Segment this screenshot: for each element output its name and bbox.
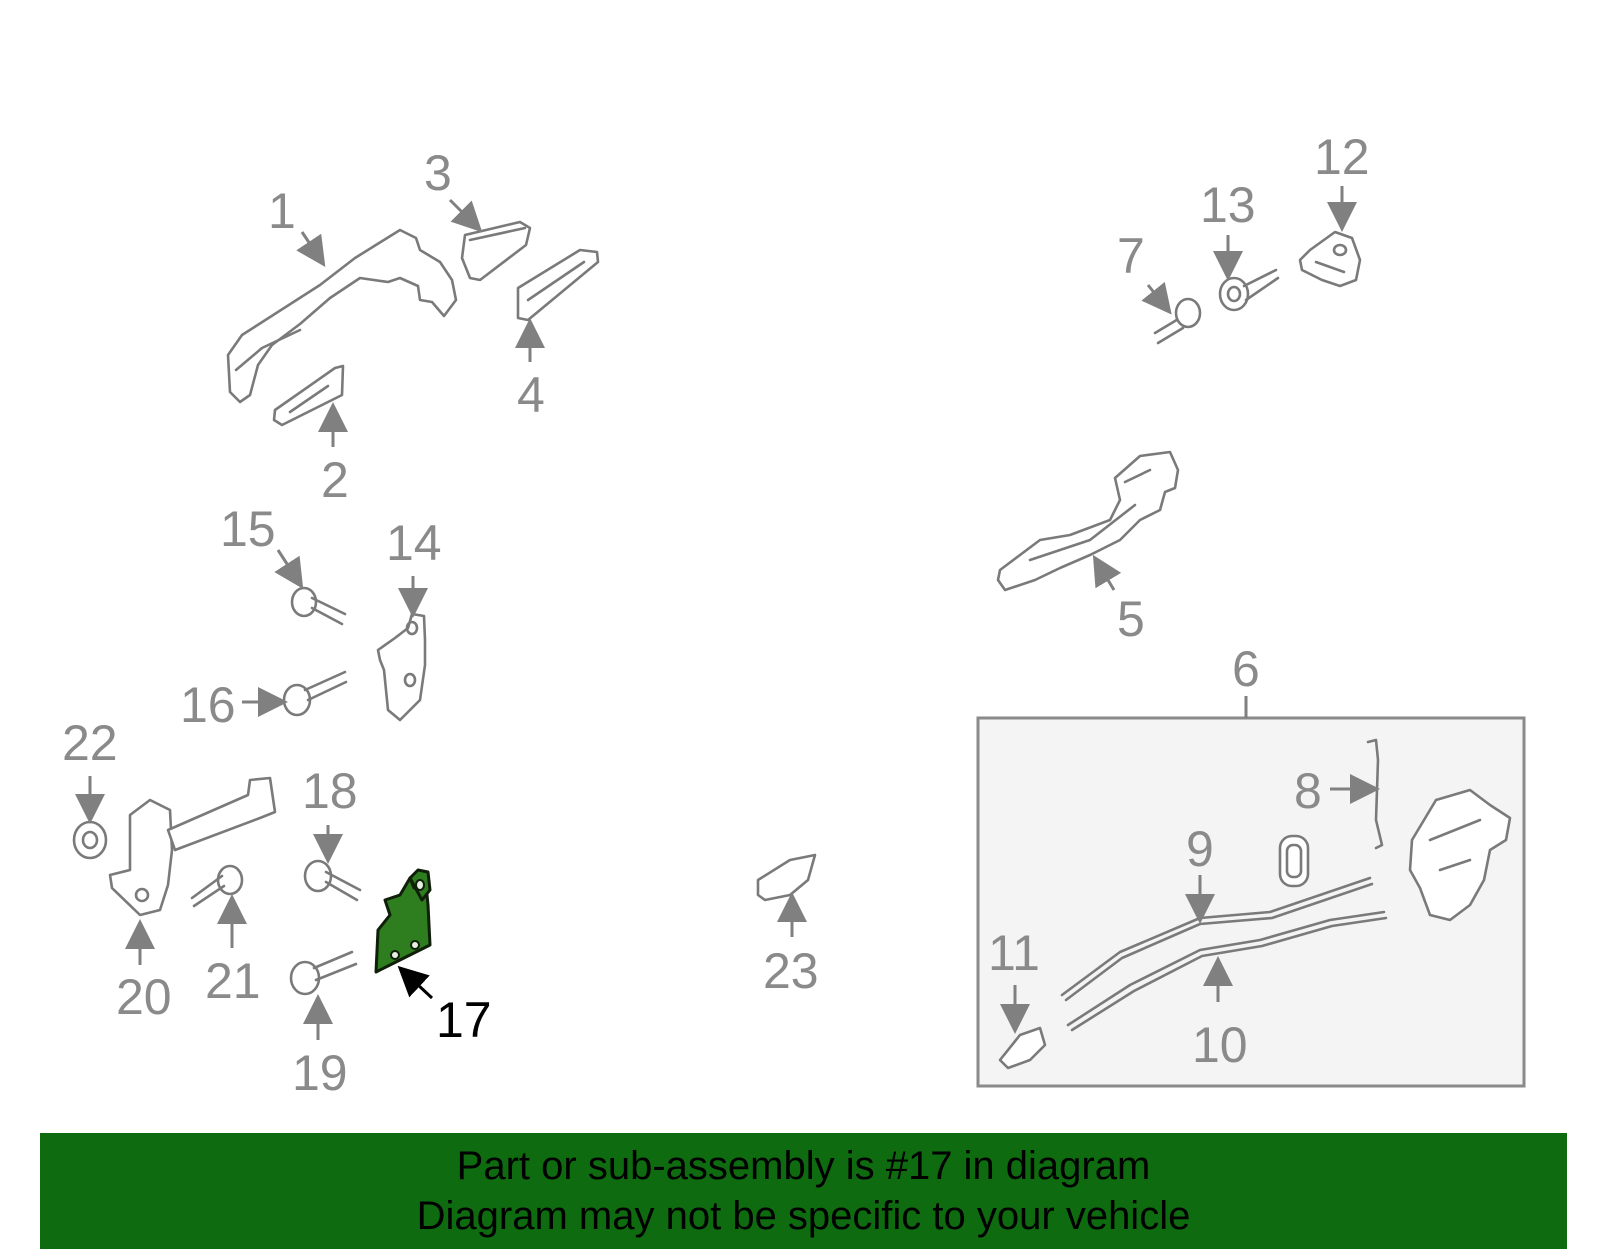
callout-2: 2 — [321, 452, 349, 508]
leader-lines — [75, 186, 1380, 1040]
part-18-bolt — [303, 859, 362, 902]
part-12-striker — [1298, 230, 1362, 288]
part-23-bracket — [756, 853, 817, 902]
part-2-pad — [272, 364, 345, 427]
part-22-nut — [72, 820, 108, 860]
part-10-cable — [1066, 910, 1388, 1032]
part-7-bolt — [1153, 297, 1202, 345]
callout-18: 18 — [302, 763, 358, 819]
callout-5: 5 — [1117, 591, 1145, 647]
info-banner: Part or sub-assembly is #17 in diagram D… — [40, 1133, 1567, 1249]
part-20-door-check — [108, 776, 277, 917]
part-19-bolt — [289, 950, 358, 996]
part-3-cap — [460, 220, 532, 282]
part-5-handle-frame — [996, 450, 1180, 592]
part-15-bolt — [290, 586, 347, 626]
callout-21: 21 — [205, 953, 261, 1009]
part-11-clip — [998, 1026, 1047, 1070]
callout-14: 14 — [386, 515, 442, 571]
part-16-bolt — [282, 670, 348, 717]
callout-1: 1 — [268, 183, 296, 239]
part-1-outer-handle — [226, 228, 458, 404]
callout-9: 9 — [1186, 821, 1214, 877]
callout-3: 3 — [424, 145, 452, 201]
grommet — [1278, 834, 1310, 888]
callout-12: 12 — [1314, 129, 1370, 185]
callout-15: 15 — [220, 501, 276, 557]
part-4-gasket — [516, 248, 600, 322]
part-21-bolt — [190, 864, 244, 908]
callout-20: 20 — [116, 969, 172, 1025]
banner-line-part-number: Part or sub-assembly is #17 in diagram — [456, 1144, 1151, 1188]
banner-line-disclaimer: Diagram may not be specific to your vehi… — [416, 1194, 1191, 1238]
callout-17-highlighted: 17 — [436, 992, 492, 1048]
callout-19: 19 — [292, 1045, 348, 1101]
callout-23: 23 — [763, 943, 819, 999]
callout-4: 4 — [517, 367, 545, 423]
callout-7: 7 — [1117, 228, 1145, 284]
callout-8: 8 — [1294, 763, 1322, 819]
callout-10: 10 — [1192, 1017, 1248, 1073]
part-13-screw — [1218, 268, 1280, 312]
callout-22: 22 — [62, 715, 118, 771]
callout-16: 16 — [180, 677, 236, 733]
part-9-cable — [1060, 876, 1374, 1002]
door-latch — [1408, 788, 1512, 922]
callout-6: 6 — [1232, 641, 1260, 697]
part-17-hinge-highlighted — [374, 868, 432, 974]
callout-11: 11 — [988, 925, 1040, 981]
part-14-hinge — [376, 612, 427, 722]
callout-13: 13 — [1200, 177, 1256, 233]
